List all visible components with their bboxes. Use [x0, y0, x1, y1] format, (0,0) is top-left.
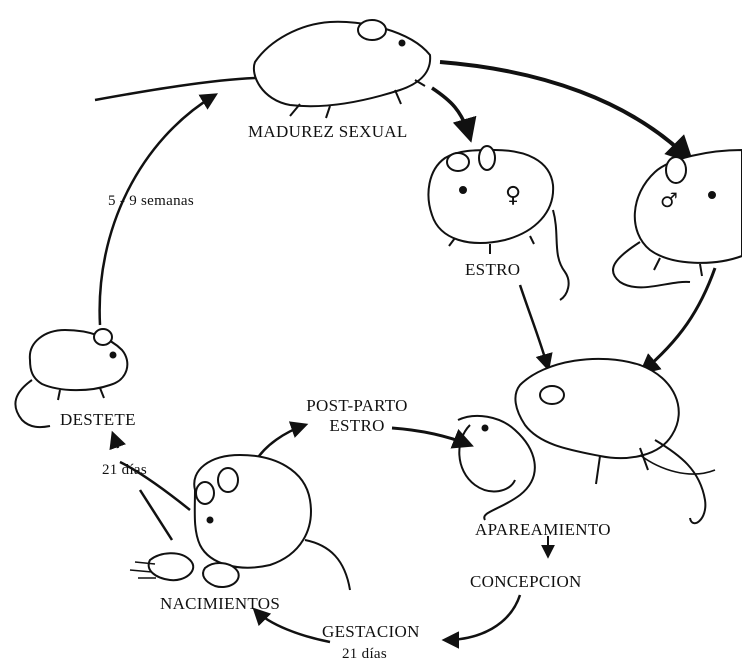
arrow-gestacion-to-nacimientos [255, 610, 330, 642]
post-parto-line1: POST-PARTO [292, 396, 422, 416]
mating-mice-drawing [458, 359, 715, 523]
label-gestacion: GESTACION [322, 622, 420, 642]
label-21-dias-destete: 21 días [102, 462, 147, 479]
label-21-dias-gestacion: 21 días [342, 646, 387, 663]
label-5-9-semanas: 5 - 9 semanas [108, 193, 194, 210]
mother-with-litter-drawing [130, 455, 350, 590]
arrow-21dias-stem [140, 490, 172, 540]
label-apareamiento: APAREAMIENTO [475, 520, 611, 540]
label-nacimientos: NACIMIENTOS [160, 594, 280, 614]
arrow-male-to-apareamiento [642, 268, 715, 372]
label-destete: DESTETE [60, 410, 136, 430]
adult-mouse-drawing [95, 20, 430, 118]
male-mouse-drawing [613, 150, 742, 287]
label-post-parto-estro: POST-PARTO ESTRO [292, 396, 422, 436]
arrow-concepcion-to-gestacion [445, 595, 520, 640]
label-estro: ESTRO [465, 260, 520, 280]
arrow-to-destete-head [113, 434, 118, 448]
arrow-madurez-to-male [440, 62, 690, 160]
arrow-destete-to-madurez [100, 95, 215, 325]
male-symbol: ♂ [660, 188, 678, 212]
arrow-madurez-to-female [432, 88, 470, 138]
female-symbol: ♀ [505, 183, 521, 208]
label-concepcion: CONCEPCION [470, 572, 582, 592]
arrow-estro-to-apareamiento [520, 285, 548, 368]
post-parto-line2: ESTRO [292, 416, 422, 436]
label-madurez-sexual: MADUREZ SEXUAL [248, 122, 408, 142]
